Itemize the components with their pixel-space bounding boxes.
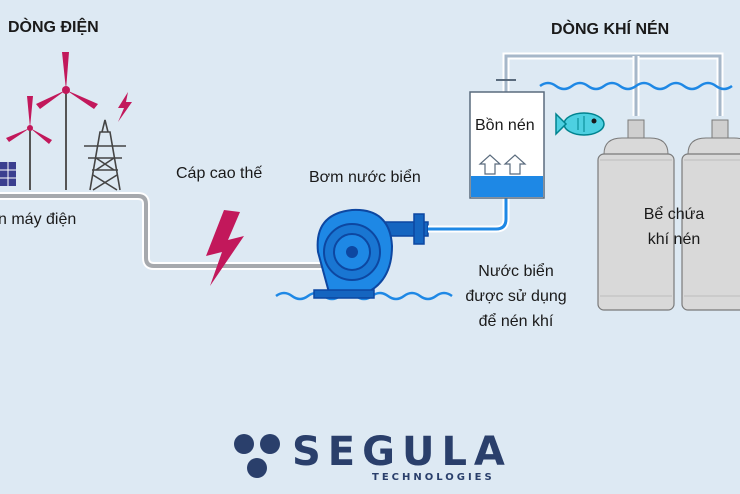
solar-panel-icon	[0, 162, 16, 186]
sea-surface-waves	[539, 81, 733, 91]
pump-label: Bơm nước biển	[309, 169, 421, 186]
segula-logo-mark	[234, 434, 280, 478]
cable-label: Cáp cao thế	[176, 165, 263, 182]
compressed-air-flow-header: DÒNG KHÍ NÉN	[551, 21, 670, 38]
storage-tank-right	[681, 119, 740, 311]
seawater-line-1: Nước biển	[478, 263, 554, 280]
seawater-line-2: được sử dụng	[465, 288, 567, 305]
power-flow-header: DÒNG ĐIỆN	[8, 19, 99, 36]
seawater-waves	[275, 291, 453, 301]
storage-tank-left	[597, 119, 675, 311]
seawater-line-3: để nén khí	[478, 313, 554, 330]
brand-name: SEGULA	[292, 429, 512, 475]
fish-icon	[555, 112, 605, 136]
power-cable	[0, 192, 326, 270]
lightning-icon	[206, 210, 244, 286]
storage-line-2: khí nén	[647, 231, 701, 248]
pump-icon	[313, 208, 429, 299]
storage-line-1: Bể chứa	[643, 206, 705, 223]
water-pipe	[428, 198, 510, 233]
arrow-up-icon	[478, 154, 502, 175]
segula-logo: SEGULA TECHNOLOGIES	[232, 430, 522, 486]
compression-tank	[469, 91, 545, 199]
compression-tank-label: Bồn nén	[475, 117, 535, 134]
arrow-up-icon	[503, 154, 527, 175]
small-lightning-icon	[118, 92, 132, 122]
brand-tagline: TECHNOLOGIES	[372, 472, 495, 483]
power-plant-label: n máy điện	[0, 211, 77, 228]
wind-turbine-icon	[6, 52, 98, 190]
pylon-icon	[84, 119, 126, 191]
